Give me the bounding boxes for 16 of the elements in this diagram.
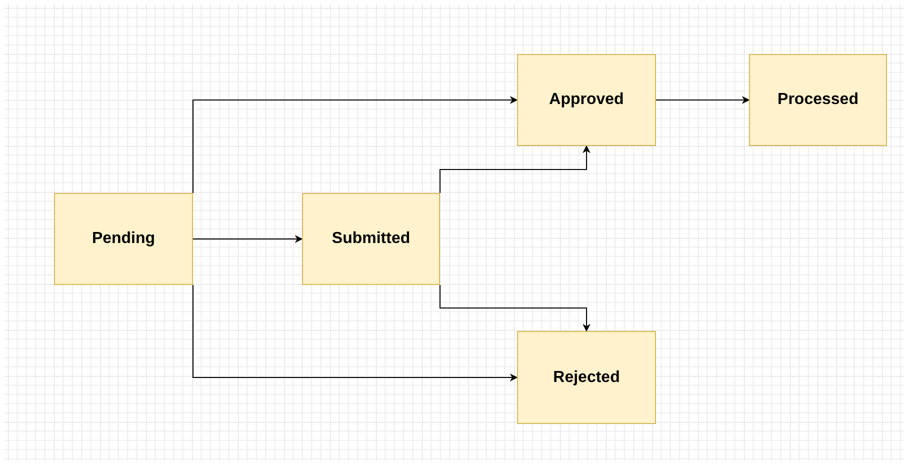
state-label: Processed: [778, 91, 858, 109]
arrow: [192, 284, 518, 382]
arrow: [192, 96, 518, 194]
arrow: [440, 145, 590, 194]
state-box: [517, 54, 656, 146]
arrow: [440, 284, 590, 332]
state-label: Rejected: [553, 368, 620, 386]
state-box: [54, 193, 193, 285]
state-box: [302, 193, 440, 285]
state-label: Submitted: [332, 230, 410, 248]
state-box: [517, 331, 656, 424]
state-label: Pending: [92, 230, 156, 248]
arrow: [656, 96, 750, 104]
state-label: Approved: [549, 91, 624, 109]
state-box: [749, 54, 887, 146]
arrow: [192, 235, 303, 243]
